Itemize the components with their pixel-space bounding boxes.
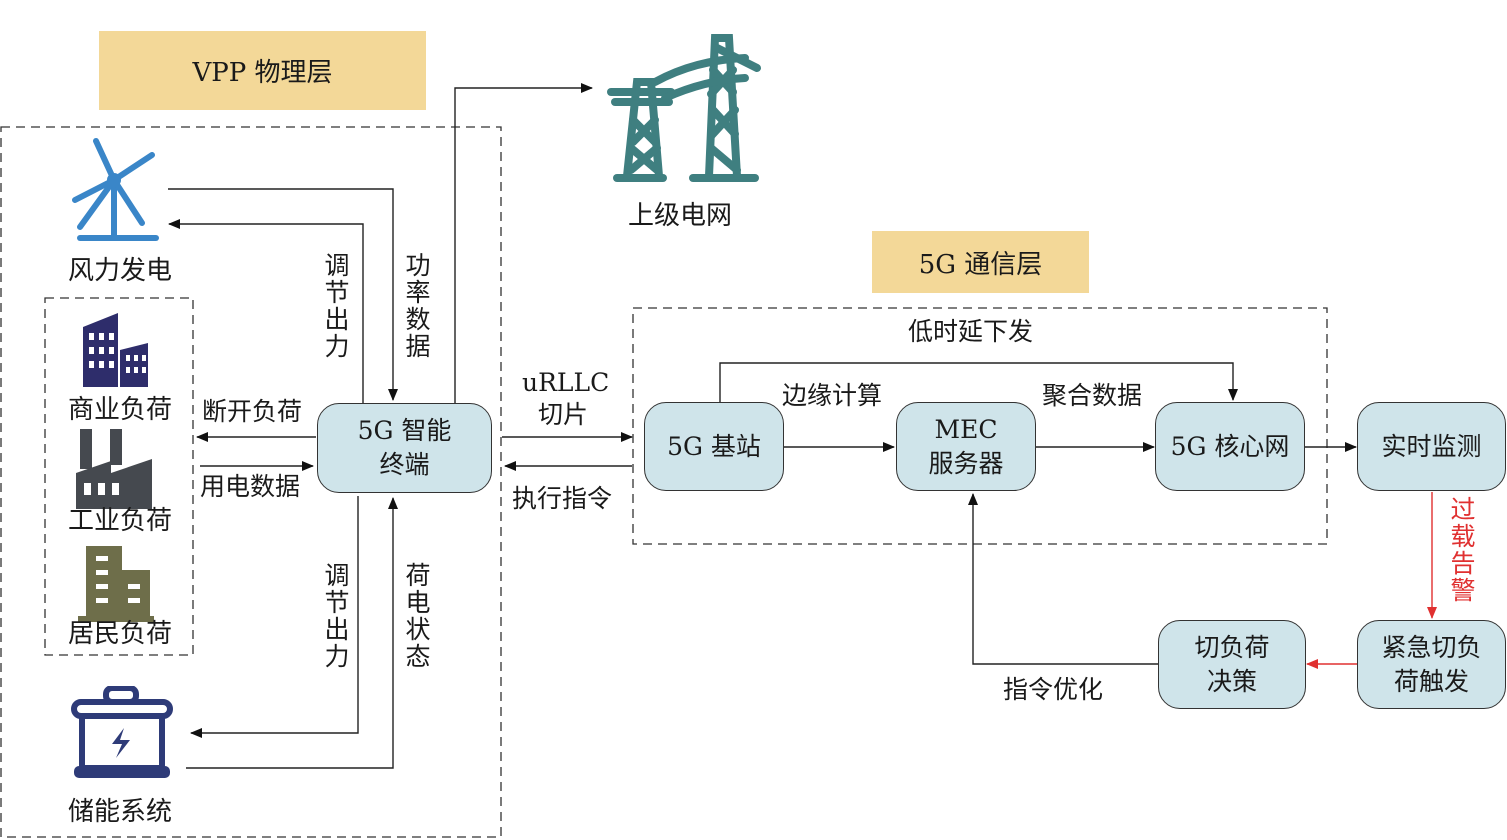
label-urllc: uRLLC [522,368,610,397]
wind-turbine-icon [72,138,159,241]
residential-building-icon [78,546,154,622]
5g-comm-container [632,307,1328,545]
wind-caption: 风力发电 [67,256,172,286]
5g-smart-terminal-node[interactable]: 5G 智能 终端 [317,403,492,493]
residential-caption: 居民负荷 [67,619,172,649]
5g-core-network-node[interactable]: 5G 核心网 [1155,402,1305,491]
edge-instruction-optimize [968,493,1158,665]
emergency-trigger-node[interactable]: 紧急切负 荷触发 [1357,620,1506,709]
label-storage-adjust: 调节出力 [321,562,350,670]
label-slice: 切片 [538,400,589,429]
5g-base-station-node[interactable]: 5G 基站 [644,402,784,491]
load-group-container [44,297,194,656]
edge-terminal-to-grid [454,83,593,403]
mec-server-node[interactable]: MEC 服务器 [896,402,1036,491]
5g-comm-layer-title: 5G 通信层 [872,231,1089,293]
transmission-tower-icon [607,34,761,182]
vpp-physical-container [0,126,502,838]
grid-caption: 上级电网 [627,201,732,231]
battery-icon [71,686,173,778]
edge-storage-adjust [190,496,359,738]
commercial-caption: 商业负荷 [67,395,172,425]
label-edge-compute: 边缘计算 [782,381,883,410]
industrial-caption: 工业负荷 [67,506,172,536]
label-execute: 执行指令 [512,484,613,513]
storage-caption: 储能系统 [67,797,172,827]
factory-icon [76,429,152,509]
edge-wind-adjust [168,219,364,403]
label-disconnect: 断开负荷 [202,397,303,426]
label-instruction-optimize: 指令优化 [1003,675,1104,704]
label-overload-alert: 过载告警 [1447,496,1476,604]
label-storage-state: 荷电状态 [402,562,431,670]
edge-low-latency [719,362,1238,402]
label-aggregate: 聚合数据 [1042,381,1143,410]
label-wind-adjust: 调节出力 [321,252,350,360]
label-usage: 用电数据 [200,472,301,501]
label-wind-power: 功率数据 [402,252,431,360]
label-low-latency: 低时延下发 [908,317,1034,346]
office-building-icon [83,313,148,387]
edge-wind-power-data [168,188,398,401]
edge-storage-state [186,497,398,769]
vpp-physical-layer-title: VPP 物理层 [99,31,426,110]
load-shed-decision-node[interactable]: 切负荷 决策 [1158,620,1306,709]
realtime-monitor-node[interactable]: 实时监测 [1357,402,1506,491]
